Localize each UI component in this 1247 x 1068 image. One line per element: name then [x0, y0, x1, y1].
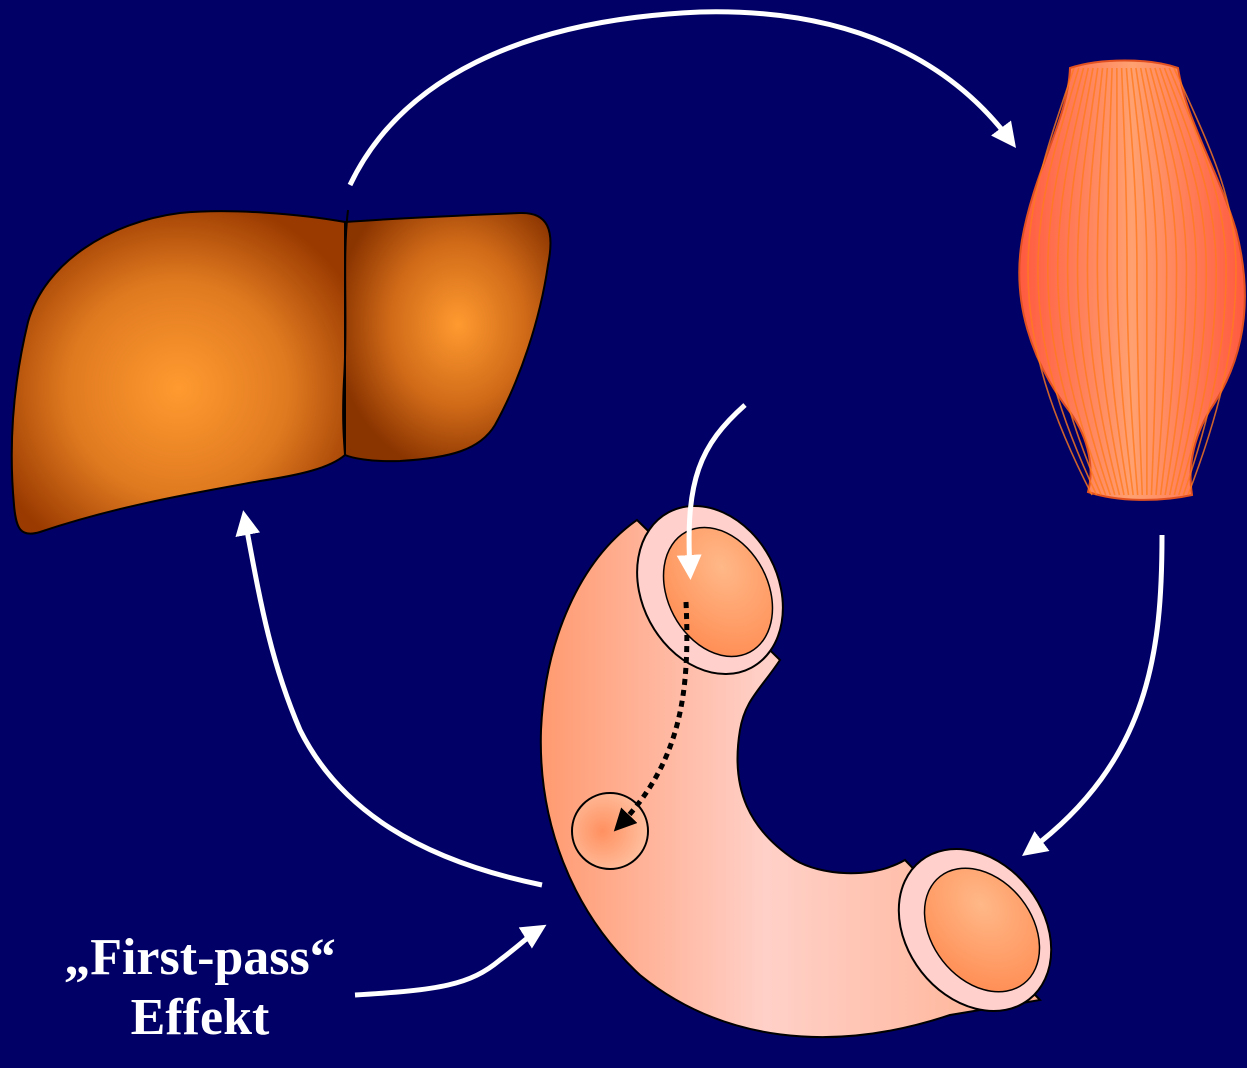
liver-right-lobe [345, 213, 551, 461]
arrow-first-pass-label [355, 930, 538, 995]
muscle-body [1019, 61, 1245, 500]
first-pass-label-line1: „First-pass“ [20, 928, 380, 988]
arrow-intestine-to-liver [245, 520, 542, 885]
intestine-icon [541, 480, 1083, 1041]
first-pass-label-line2: Effekt [20, 988, 380, 1048]
liver-left-lobe [12, 211, 345, 534]
liver-icon [12, 210, 551, 534]
arrow-muscle-to-intestine [1030, 535, 1162, 850]
muscle-icon [1019, 61, 1245, 500]
arrow-liver-to-muscle [350, 12, 1010, 185]
first-pass-label: „First-pass“ Effekt [20, 928, 380, 1048]
